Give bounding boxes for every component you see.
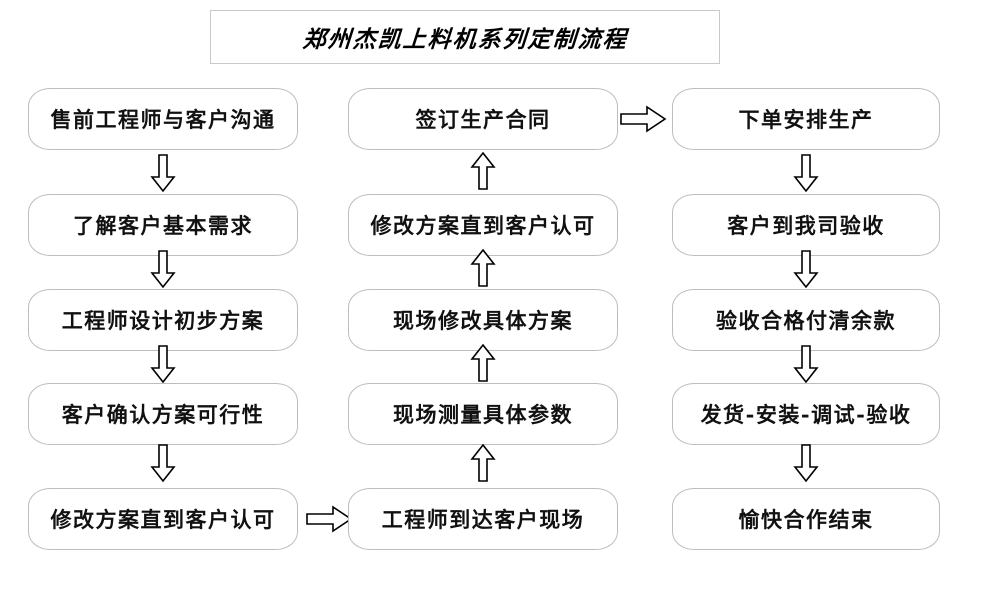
- node-label: 了解客户基本需求: [73, 212, 253, 238]
- node-pre-sales-communication[interactable]: 售前工程师与客户沟通: [28, 88, 298, 150]
- node-customer-confirm-feasibility[interactable]: 客户确认方案可行性: [28, 383, 298, 445]
- node-label: 工程师到达客户现场: [381, 506, 585, 532]
- node-label: 售前工程师与客户沟通: [50, 106, 276, 132]
- arrow-right-icon: [620, 105, 667, 133]
- node-label: 修改方案直到客户认可: [370, 212, 596, 238]
- node-sign-production-contract[interactable]: 签订生产合同: [348, 88, 618, 150]
- arrow-up-icon: [470, 343, 496, 382]
- node-ship-install-debug-accept[interactable]: 发货-安装-调试-验收: [672, 383, 940, 445]
- node-label: 客户确认方案可行性: [61, 401, 265, 427]
- arrow-down-icon: [793, 154, 819, 193]
- node-place-order-schedule-production[interactable]: 下单安排生产: [672, 88, 940, 150]
- diagram-title-box: 郑州杰凯上料机系列定制流程: [210, 10, 720, 64]
- node-revise-until-approved-left[interactable]: 修改方案直到客户认可: [28, 488, 298, 550]
- node-pay-balance-after-acceptance[interactable]: 验收合格付清余款: [672, 289, 940, 351]
- arrow-down-icon: [793, 444, 819, 483]
- node-label: 发货-安装-调试-验收: [700, 401, 912, 427]
- node-engineer-arrives-onsite[interactable]: 工程师到达客户现场: [348, 488, 618, 550]
- node-label: 现场测量具体参数: [393, 401, 573, 427]
- arrow-up-icon: [470, 443, 496, 482]
- node-label: 现场修改具体方案: [393, 307, 573, 333]
- arrow-up-icon: [470, 248, 496, 287]
- node-engineer-initial-design[interactable]: 工程师设计初步方案: [28, 289, 298, 351]
- node-revise-until-approved-middle[interactable]: 修改方案直到客户认可: [348, 194, 618, 256]
- node-customer-inspection-at-factory[interactable]: 客户到我司验收: [672, 194, 940, 256]
- arrow-down-icon: [150, 345, 176, 384]
- arrow-down-icon: [150, 444, 176, 483]
- arrow-down-icon: [150, 154, 176, 193]
- arrow-down-icon: [793, 345, 819, 384]
- arrow-down-icon: [793, 250, 819, 289]
- diagram-title: 郑州杰凯上料机系列定制流程: [301, 26, 629, 53]
- node-label: 下单安排生产: [738, 106, 874, 132]
- node-onsite-revise-plan[interactable]: 现场修改具体方案: [348, 289, 618, 351]
- arrow-right-icon: [306, 505, 353, 533]
- node-label: 客户到我司验收: [727, 212, 885, 238]
- arrow-down-icon: [150, 250, 176, 289]
- node-understand-requirements[interactable]: 了解客户基本需求: [28, 194, 298, 256]
- node-happy-cooperation-end[interactable]: 愉快合作结束: [672, 488, 940, 550]
- node-label: 签订生产合同: [415, 106, 551, 132]
- arrow-up-icon: [470, 151, 496, 190]
- node-onsite-measure-parameters[interactable]: 现场测量具体参数: [348, 383, 618, 445]
- node-label: 愉快合作结束: [738, 506, 874, 532]
- node-label: 工程师设计初步方案: [61, 307, 265, 333]
- node-label: 验收合格付清余款: [716, 307, 896, 333]
- node-label: 修改方案直到客户认可: [50, 506, 276, 532]
